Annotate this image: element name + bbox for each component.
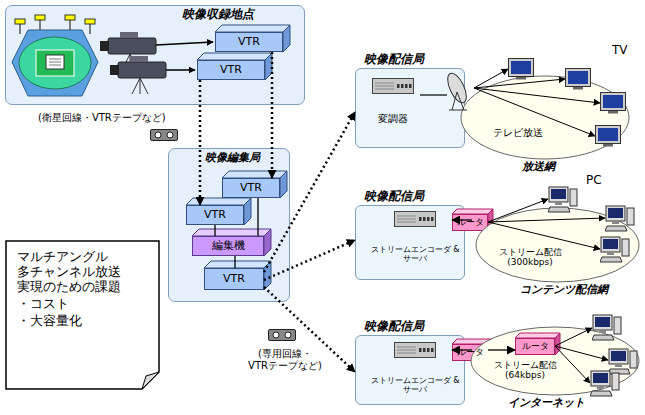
node-label: VTR (240, 182, 262, 195)
editor-box: 編集機 (192, 236, 264, 256)
device-label: TV (612, 44, 628, 58)
node-label: VTR (204, 209, 226, 222)
vtr-box: VTR (222, 178, 280, 198)
device-icon (372, 78, 414, 94)
vtr-box: VTR (215, 32, 283, 52)
tape-icon (151, 130, 296, 341)
vtr-box: VTR (197, 60, 265, 80)
connector (199, 80, 202, 205)
vtr-box: VTR (186, 205, 244, 225)
node-label: テレビ放送 (493, 127, 543, 139)
node-label: 映像配信局 (364, 53, 424, 67)
connector (264, 287, 355, 372)
connector (264, 112, 355, 272)
node-label: ストリーム配信 (300kbps) (497, 247, 563, 268)
node-label: 映像配信局 (364, 320, 424, 334)
node-label: ストリーム配信 (64kbps) (492, 360, 558, 381)
device-icon (394, 211, 436, 227)
node-label: 放送網 (522, 161, 555, 174)
site-region: VTR VTR 編集機 VTR 映像編集局 (168, 148, 290, 302)
connector (452, 349, 472, 350)
station-region: ストリームエンコーダ & サーバルータ映像配信局 (355, 205, 465, 280)
connector (452, 219, 472, 220)
link-note: (衛星回線・VTRテープなど) (38, 112, 166, 124)
connector (271, 52, 274, 178)
node-label: 映像配信局 (364, 190, 424, 204)
site-region: VTR VTR 映像収録地点 (5, 5, 305, 105)
node-label: VTR (238, 36, 260, 49)
pc-terminal (488, 187, 637, 396)
connector (214, 225, 215, 236)
node-label: 映像収録地点 (182, 8, 254, 22)
vtr-box: VTR (204, 268, 264, 290)
device-label: PC (586, 174, 602, 188)
note-box: マルチアングル 多チャンネル放送 実現のための課題・コスト・大容量化 (5, 240, 160, 390)
device-icon (394, 342, 436, 358)
node-label: インターネット (508, 397, 585, 410)
stadium-illustration (12, 15, 98, 96)
modulator-device: 変調器 (366, 76, 420, 126)
router-box: ルータ (452, 214, 488, 231)
station-region: 変調器映像配信局 (355, 68, 465, 148)
network-ellipse: ルータストリーム配信 (64kbps)インターネット (470, 326, 640, 396)
network-ellipse: ストリーム配信 (300kbps)コンテンツ配信網 (475, 207, 640, 283)
link-note: (専用回線・ VTRテープなど) (235, 348, 335, 371)
node-label: ・コスト (17, 297, 148, 312)
network-outline (460, 75, 630, 160)
node-label: ・大容量化 (17, 314, 148, 329)
node-label: 編集機 (212, 240, 245, 253)
network-ellipse: テレビ放送放送網 (460, 75, 630, 160)
node-label: 変調器 (378, 113, 408, 125)
node-label: ルータ (522, 341, 549, 351)
node-label: VTR (223, 273, 245, 286)
node-label: ルータ (457, 347, 484, 357)
node-label: コンテンツ配信網 (520, 284, 608, 297)
node-label: 映像編集局 (205, 152, 260, 165)
node-label: ルータ (457, 217, 484, 227)
dish-antenna (420, 69, 600, 136)
node-label: マルチアングル 多チャンネル放送 実現のための課題 (17, 250, 148, 295)
station-region: ストリームエンコーダ & サーバルータ映像配信局 (355, 335, 465, 405)
connector (257, 198, 258, 236)
connector (264, 240, 355, 280)
node-label: ストリームエンコーダ & サーバ (358, 376, 472, 394)
tv-set (509, 59, 626, 147)
router-box: ルータ (515, 338, 555, 355)
node-label: ストリームエンコーダ & サーバ (358, 245, 472, 263)
connector (234, 256, 235, 268)
camera-illustration (100, 32, 213, 94)
node-label: VTR (220, 64, 242, 77)
network-outline (475, 207, 640, 283)
connector (488, 349, 515, 350)
